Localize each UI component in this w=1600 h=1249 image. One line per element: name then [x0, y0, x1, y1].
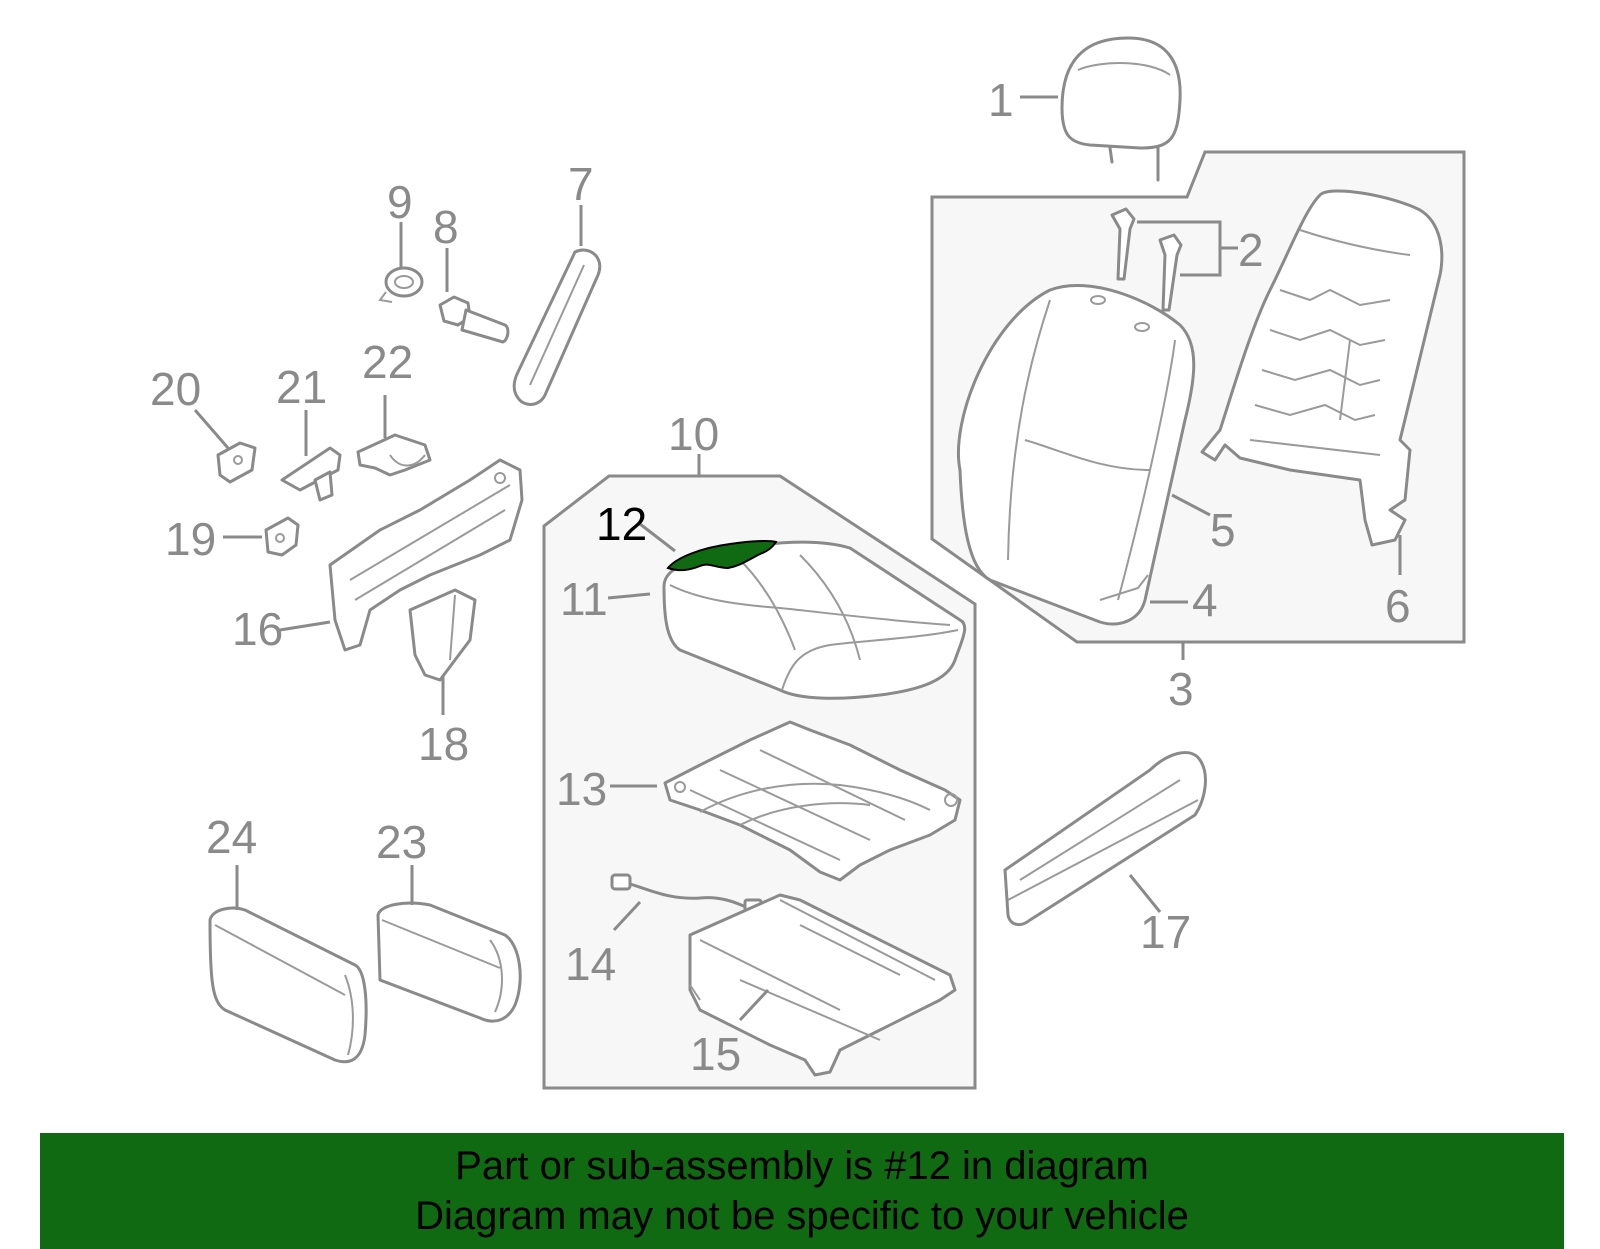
seat-track-part: [688, 893, 957, 1077]
cover-panel-part: [408, 588, 477, 682]
clip-part: [378, 266, 424, 303]
seat-heater-pad-highlight: [666, 539, 778, 572]
callout-labels: 1 2 3 4 5 6 7 8 9 10 11 12 13 14 15 16 1…: [150, 74, 1411, 1080]
callout-24: 24: [206, 811, 257, 863]
callout-15: 15: [690, 1028, 741, 1080]
callout-9: 9: [387, 176, 413, 228]
callout-14: 14: [565, 938, 616, 990]
callout-11: 11: [560, 573, 608, 625]
bolt-part: [438, 295, 510, 344]
callout-3: 3: [1168, 663, 1194, 715]
headrest-part: [1060, 36, 1182, 182]
callout-12-highlighted: 12: [596, 498, 647, 550]
small-clip-part: [264, 516, 300, 557]
callout-4: 4: [1192, 574, 1218, 626]
info-banner: Part or sub-assembly is #12 in diagram D…: [40, 1133, 1564, 1249]
callout-20: 20: [150, 363, 201, 415]
banner-line-part-number: Part or sub-assembly is #12 in diagram: [455, 1144, 1149, 1188]
trim-cover-part: [376, 901, 522, 1023]
seat-back-cushion-part: [957, 284, 1196, 626]
cushion-frame-part: [663, 720, 962, 882]
banner-line-disclaimer: Diagram may not be specific to your vehi…: [415, 1194, 1189, 1238]
seat-back-frame-part: [1200, 189, 1444, 547]
callout-6: 6: [1385, 580, 1411, 632]
retainer-clip-part: [356, 433, 432, 477]
callout-16: 16: [232, 603, 283, 655]
callout-22: 22: [362, 336, 413, 388]
end-cover-part: [208, 906, 368, 1064]
callout-5: 5: [1210, 504, 1236, 556]
callout-19: 19: [165, 513, 216, 565]
callout-13: 13: [556, 763, 607, 815]
callout-18: 18: [418, 718, 469, 770]
bolts-part: [1110, 207, 1183, 312]
callout-7: 7: [568, 158, 594, 210]
callout-10: 10: [668, 408, 719, 460]
leader-lines: [193, 95, 1402, 1022]
small-bracket-part: [280, 446, 342, 502]
callout-8: 8: [433, 201, 459, 253]
side-cover-part: [1003, 751, 1207, 927]
side-bracket-part: [328, 458, 524, 652]
callout-23: 23: [376, 816, 427, 868]
callout-21: 21: [276, 361, 327, 413]
cap-part: [216, 441, 257, 484]
callout-1: 1: [988, 74, 1014, 126]
trim-strip-part: [512, 248, 602, 406]
callout-2: 2: [1238, 224, 1264, 276]
callout-17: 17: [1140, 906, 1191, 958]
